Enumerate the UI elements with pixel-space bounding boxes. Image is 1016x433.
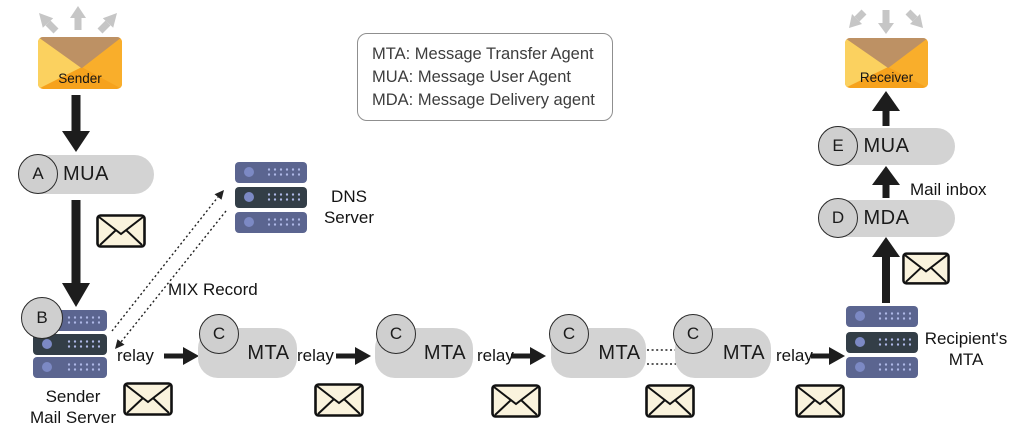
legend-line-mua: MUA: Message User Agent: [372, 68, 571, 86]
relay-label-1: relay: [117, 346, 154, 365]
node-mua-sender: A MUA: [18, 154, 154, 194]
server-unit: [235, 212, 307, 233]
server-power-dot: [855, 362, 865, 372]
node-label: MDA: [863, 207, 910, 229]
legend-line-mta: MTA: Message Transfer Agent: [372, 45, 594, 63]
label-line: DNS: [331, 187, 367, 206]
server-power-dot: [855, 336, 865, 347]
node-mta-3: C MTA: [549, 314, 646, 378]
node-mta-4: C MTA: [673, 314, 771, 378]
step-badge-c: C: [673, 314, 713, 354]
server-unit: [846, 357, 918, 378]
server-led-dots: [66, 315, 100, 326]
server-unit: [846, 306, 918, 327]
label-line: Server: [323, 208, 375, 227]
sender-envelope-icon: Sender: [38, 37, 122, 89]
relay-label-3: relay: [477, 346, 514, 365]
node-label: MUA: [63, 163, 109, 185]
server-led-dots: [266, 217, 300, 228]
node-label: MTA: [247, 341, 290, 364]
server-unit: [846, 331, 918, 353]
mail-envelope-icon: [795, 384, 845, 418]
receiver-label: Receiver: [859, 70, 914, 85]
server-led-dots: [66, 362, 100, 373]
node-label: MTA: [423, 341, 467, 364]
label-line: Sender: [45, 387, 101, 406]
server-unit: [33, 333, 107, 355]
receiver-envelope-icon: Receiver: [845, 38, 928, 88]
node-label: MTA: [722, 341, 766, 364]
server-power-dot: [244, 217, 254, 227]
mix-record-label: MIX Record: [168, 280, 258, 299]
node-label: MUA: [863, 135, 910, 157]
server-power-dot: [42, 362, 52, 372]
step-badge-a: A: [18, 154, 58, 194]
relay-label-4: relay: [776, 346, 813, 365]
step-badge-c: C: [376, 314, 416, 354]
recipient-mta-label: Recipient's MTA: [920, 328, 1012, 370]
server-led-dots: [266, 192, 300, 203]
node-mua-receiver: E MUA: [818, 126, 955, 166]
sender-label: Sender: [58, 71, 102, 86]
label-line: MTA: [948, 350, 984, 369]
server-led-dots: [266, 167, 300, 178]
sender-mail-server-label: Sender Mail Server: [8, 386, 138, 428]
mail-envelope-icon: [96, 214, 146, 248]
node-mta-1: C MTA: [198, 314, 297, 378]
step-badge-b: B: [21, 297, 63, 339]
mail-envelope-icon: [491, 384, 541, 418]
server-led-dots: [66, 338, 100, 350]
node-mda: D MDA: [818, 198, 955, 238]
sender-mail-server-icon: B: [21, 297, 107, 378]
server-led-dots: [877, 336, 911, 348]
node-label: MTA: [598, 341, 641, 364]
step-badge-e: E: [818, 126, 858, 166]
server-led-dots: [877, 311, 911, 322]
legend-line-mda: MDA: Message Delivery agent: [372, 91, 595, 109]
mail-envelope-icon: [902, 252, 950, 285]
server-power-dot: [855, 311, 865, 321]
server-power-dot: [244, 167, 254, 177]
server-unit: [235, 162, 307, 183]
mail-envelope-icon: [645, 384, 695, 418]
step-badge-c: C: [549, 314, 589, 354]
recipient-mta-server-icon: [846, 306, 918, 378]
dns-server-label: DNS Server: [316, 186, 382, 228]
legend-box: MTA: Message Transfer Agent MUA: Message…: [357, 33, 613, 121]
node-mta-2: C MTA: [375, 314, 473, 378]
server-unit: [235, 187, 307, 208]
server-unit: [33, 357, 107, 378]
relay-label-2: relay: [297, 346, 334, 365]
mail-envelope-icon: [314, 383, 364, 417]
mail-envelope-icon: [123, 382, 173, 416]
dns-server-icon: [235, 162, 307, 233]
label-line: Mail Server: [30, 408, 116, 427]
label-line: Recipient's: [924, 329, 1008, 348]
server-power-dot: [42, 338, 52, 349]
step-badge-c: C: [199, 314, 239, 354]
server-power-dot: [244, 192, 254, 202]
mail-inbox-label: Mail inbox: [910, 180, 987, 199]
server-led-dots: [877, 362, 911, 373]
step-badge-d: D: [818, 198, 858, 238]
